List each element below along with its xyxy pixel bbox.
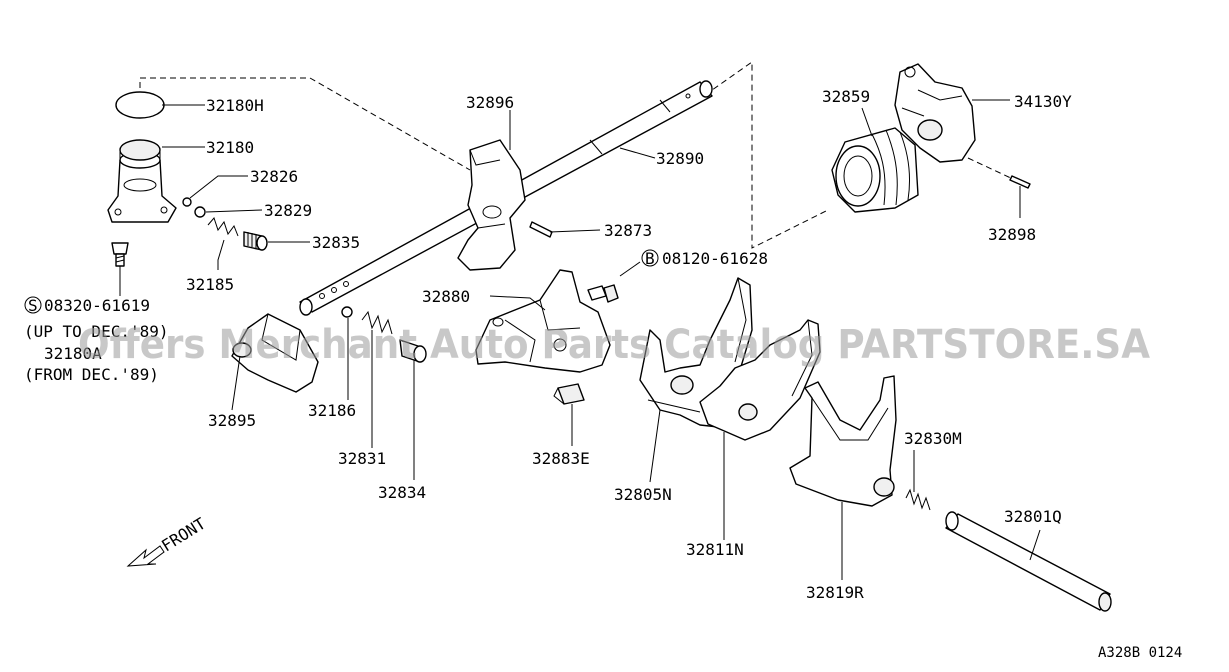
label-32835: 32835 (312, 233, 360, 252)
label-08320-61619: 08320-61619 (44, 296, 150, 315)
label-32896: 32896 (466, 93, 514, 112)
part-S-bolt[interactable] (111, 242, 129, 267)
label-32180A: 32180A (44, 344, 102, 363)
label-32830M: 32830M (904, 429, 962, 448)
part-32835-plug[interactable] (243, 231, 268, 251)
label-32883E: 32883E (532, 449, 590, 468)
label-32805N: 32805N (614, 485, 672, 504)
label-32880: 32880 (422, 287, 470, 306)
label-32801Q: 32801Q (1004, 507, 1062, 526)
part-32834-plug[interactable] (399, 339, 427, 363)
label-32873: 32873 (604, 221, 652, 240)
part-32185-spring[interactable] (207, 217, 239, 237)
label-32831: 32831 (338, 449, 386, 468)
b-circle-icon (641, 249, 659, 267)
diagram-code: A328B 0124 (1098, 645, 1182, 661)
part-B-bolt[interactable] (587, 284, 619, 303)
part-labels: 32180H 32180 32826 32829 32835 32185 S 0… (24, 87, 1072, 602)
part-32873-pin[interactable] (529, 221, 553, 238)
label-32180: 32180 (206, 138, 254, 157)
label-32829: 32829 (264, 201, 312, 220)
part-32896-striking-lever[interactable] (457, 139, 526, 271)
part-32811N-shift-fork[interactable] (699, 319, 821, 441)
label-32819R: 32819R (806, 583, 864, 602)
part-32801Q-fork-rod[interactable] (945, 511, 1112, 612)
label-32811N: 32811N (686, 540, 744, 559)
s-circle-letter: S (28, 296, 38, 315)
label-08120-61628: 08120-61628 (662, 249, 768, 268)
label-32859: 32859 (822, 87, 870, 106)
part-34130Y-bracket[interactable] (894, 63, 976, 163)
front-direction-indicator: FRONT (126, 514, 209, 567)
part-32819R-shift-fork[interactable] (789, 375, 897, 507)
part-32186-ball[interactable] (341, 306, 353, 318)
part-32880-control-bracket[interactable] (475, 269, 611, 373)
part-32898-pin[interactable] (1009, 175, 1031, 189)
label-32895: 32895 (208, 411, 256, 430)
note-from-dec-89: (FROM DEC.'89) (24, 365, 159, 384)
label-32826: 32826 (250, 167, 298, 186)
part-32895-bracket[interactable] (231, 313, 319, 393)
note-up-to-dec-89: (UP TO DEC.'89) (24, 322, 169, 341)
watermark-text: Offers Merchant Auto Parts Catalog PARTS… (78, 322, 1150, 368)
label-32890: 32890 (656, 149, 704, 168)
front-label: FRONT (158, 514, 209, 556)
label-32185: 32185 (186, 275, 234, 294)
part-32883E-insert[interactable] (553, 383, 585, 405)
label-32898: 32898 (988, 225, 1036, 244)
part-32180H-cap[interactable] (115, 91, 165, 119)
b-circle-letter: B (645, 249, 655, 268)
part-32830M-spring[interactable] (905, 488, 931, 511)
part-32831-spring[interactable] (361, 310, 393, 335)
leader-lines (119, 99, 1041, 580)
label-b-bolt-group: B 08120-61628 (641, 249, 768, 268)
label-32180H: 32180H (206, 96, 264, 115)
front-arrow-icon (126, 545, 165, 567)
part-32859-boot[interactable] (831, 127, 919, 213)
label-32186: 32186 (308, 401, 356, 420)
label-34130Y: 34130Y (1014, 92, 1072, 111)
reference-dashed-lines (139, 61, 1016, 249)
part-32826-ball[interactable] (182, 197, 192, 207)
s-circle-icon (24, 296, 42, 314)
label-s-bolt-group: S 08320-61619 (24, 296, 150, 315)
part-32829-ball[interactable] (194, 206, 206, 218)
label-32834: 32834 (378, 483, 426, 502)
part-32180-housing[interactable] (107, 139, 177, 223)
